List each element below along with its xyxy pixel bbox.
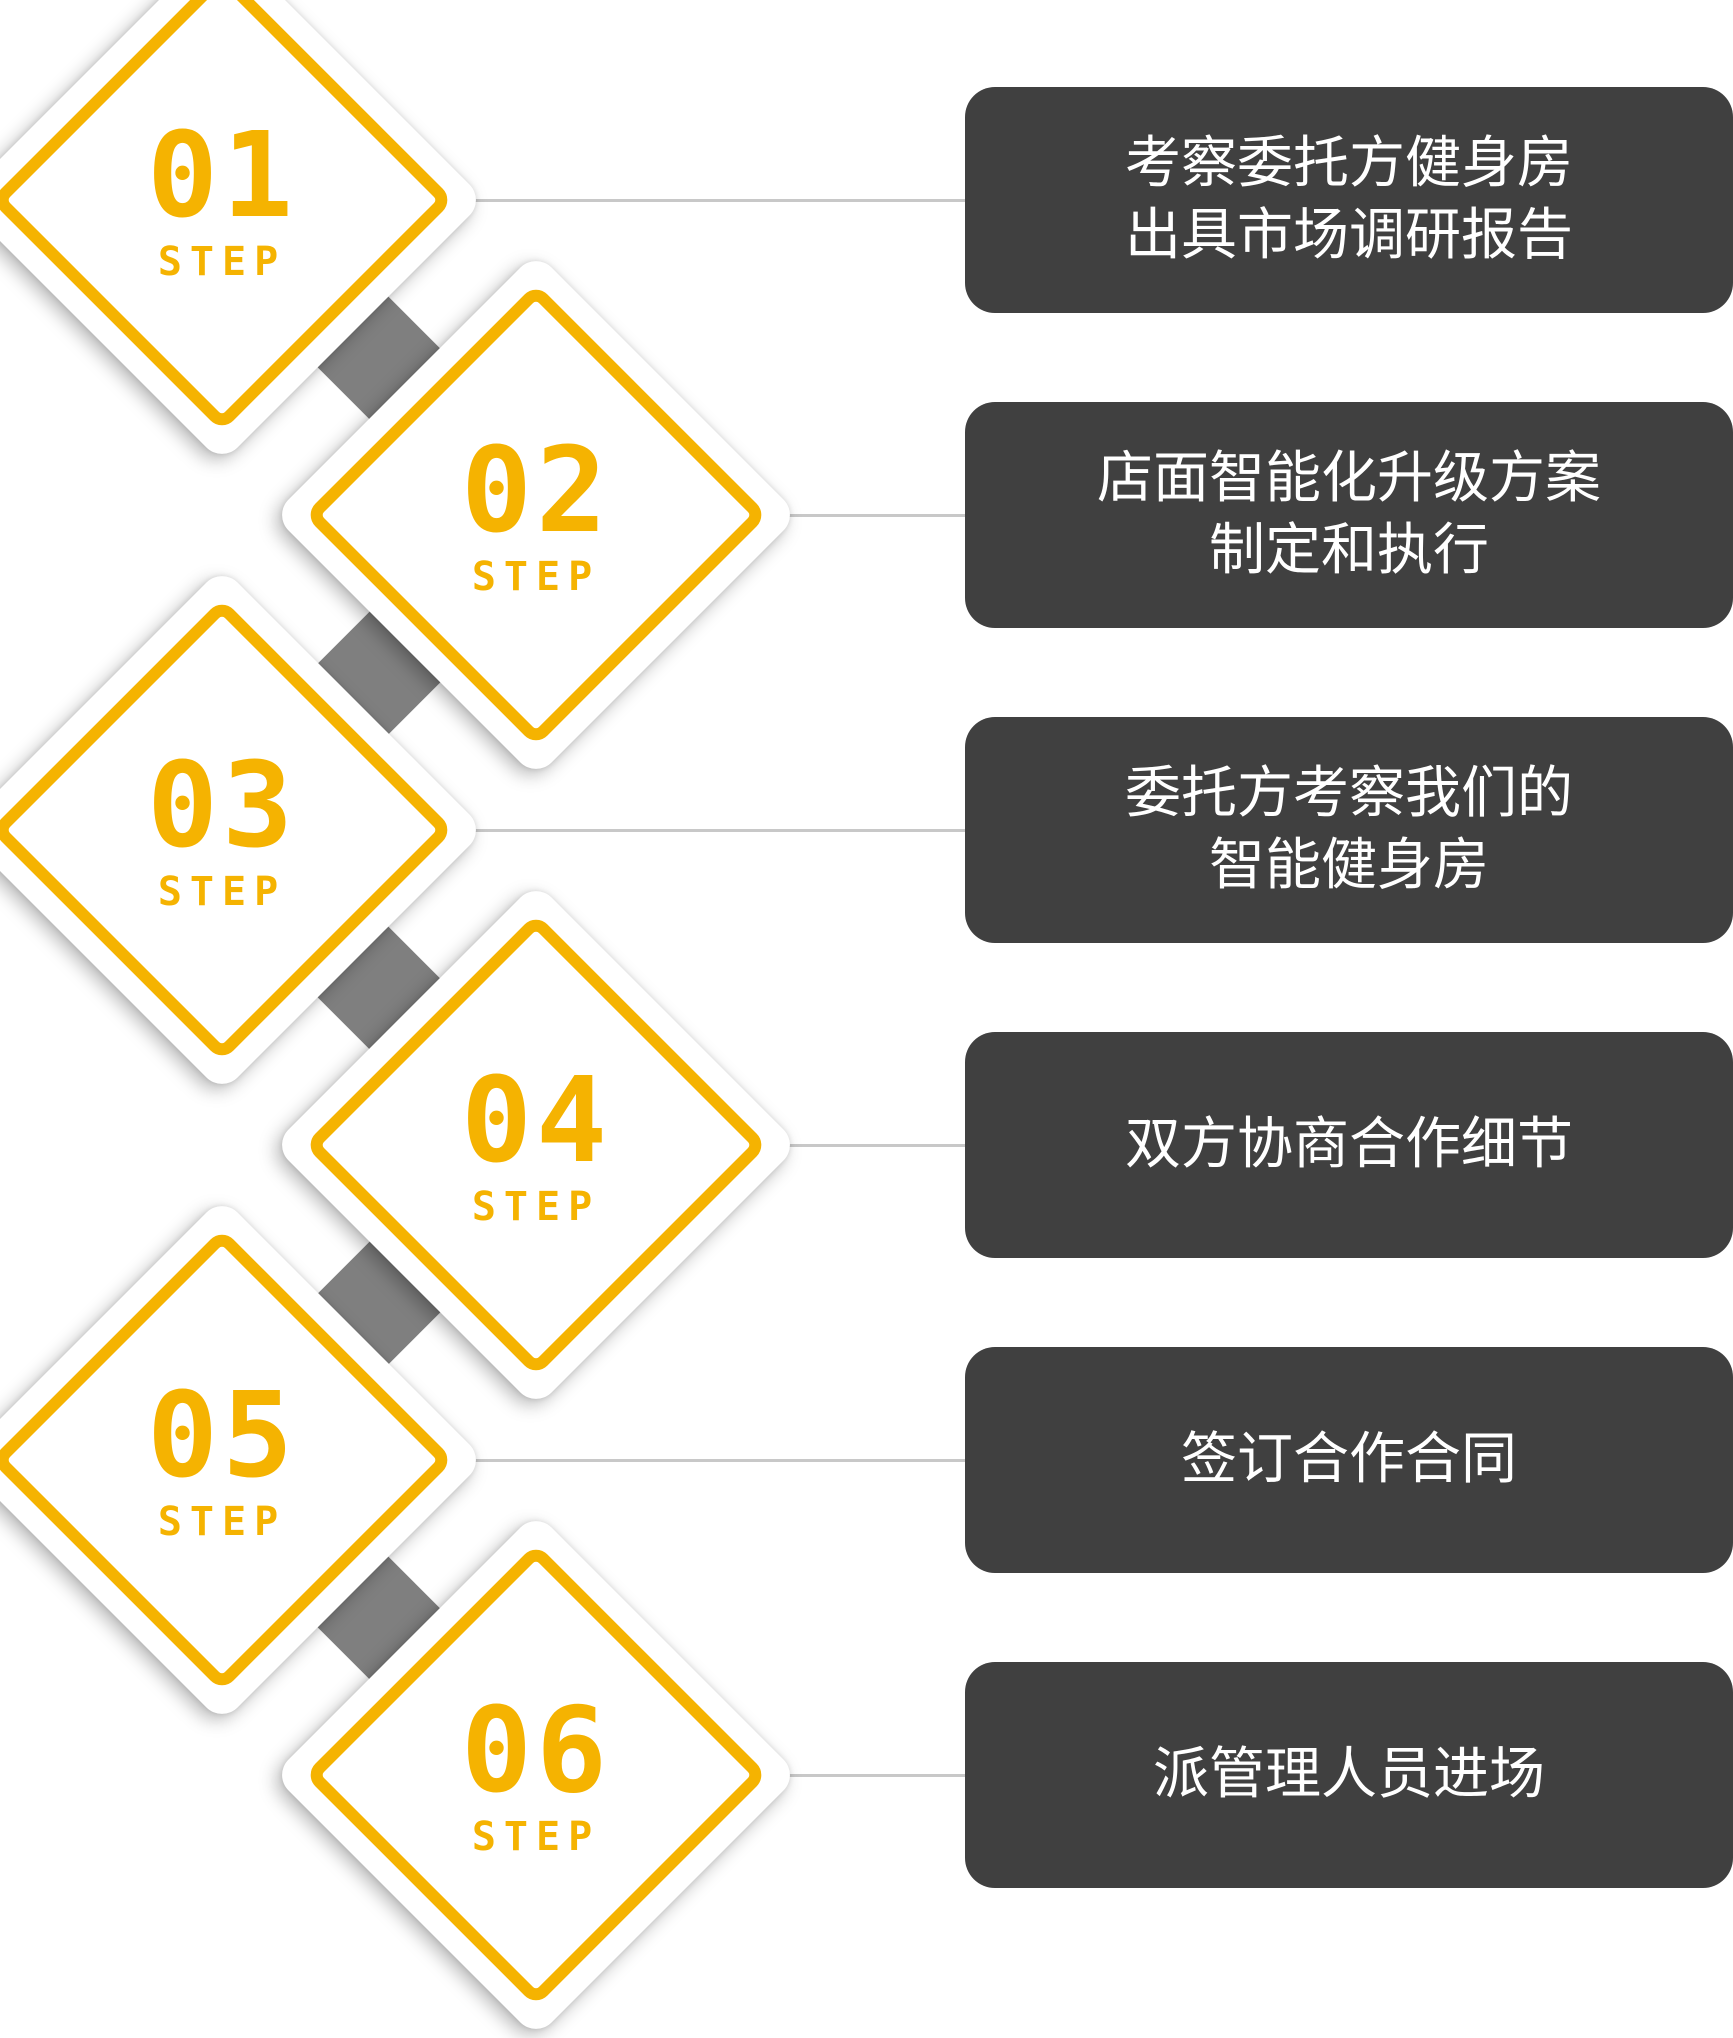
step-description: 考察委托方健身房 出具市场调研报告 (1125, 131, 1573, 268)
step-description: 签订合作合同 (1181, 1427, 1517, 1492)
step-description-box-4: 双方协商合作细节 (965, 1032, 1733, 1258)
step-description: 委托方考察我们的 智能健身房 (1125, 761, 1573, 898)
step-description-box-1: 考察委托方健身房 出具市场调研报告 (965, 87, 1733, 313)
step-description: 店面智能化升级方案 制定和执行 (1097, 446, 1601, 583)
step-description: 双方协商合作细节 (1125, 1112, 1573, 1177)
leader-line-1 (372, 199, 965, 202)
step-description-box-2: 店面智能化升级方案 制定和执行 (965, 402, 1733, 628)
step-description-box-3: 委托方考察我们的 智能健身房 (965, 717, 1733, 943)
leader-line-6 (686, 1774, 965, 1777)
step-description-box-6: 派管理人员进场 (965, 1662, 1733, 1888)
leader-line-3 (372, 829, 965, 832)
step-description-box-5: 签订合作合同 (965, 1347, 1733, 1573)
leader-line-4 (686, 1144, 965, 1147)
step-description: 派管理人员进场 (1153, 1742, 1545, 1807)
leader-line-2 (686, 514, 965, 517)
leader-line-5 (372, 1459, 965, 1462)
